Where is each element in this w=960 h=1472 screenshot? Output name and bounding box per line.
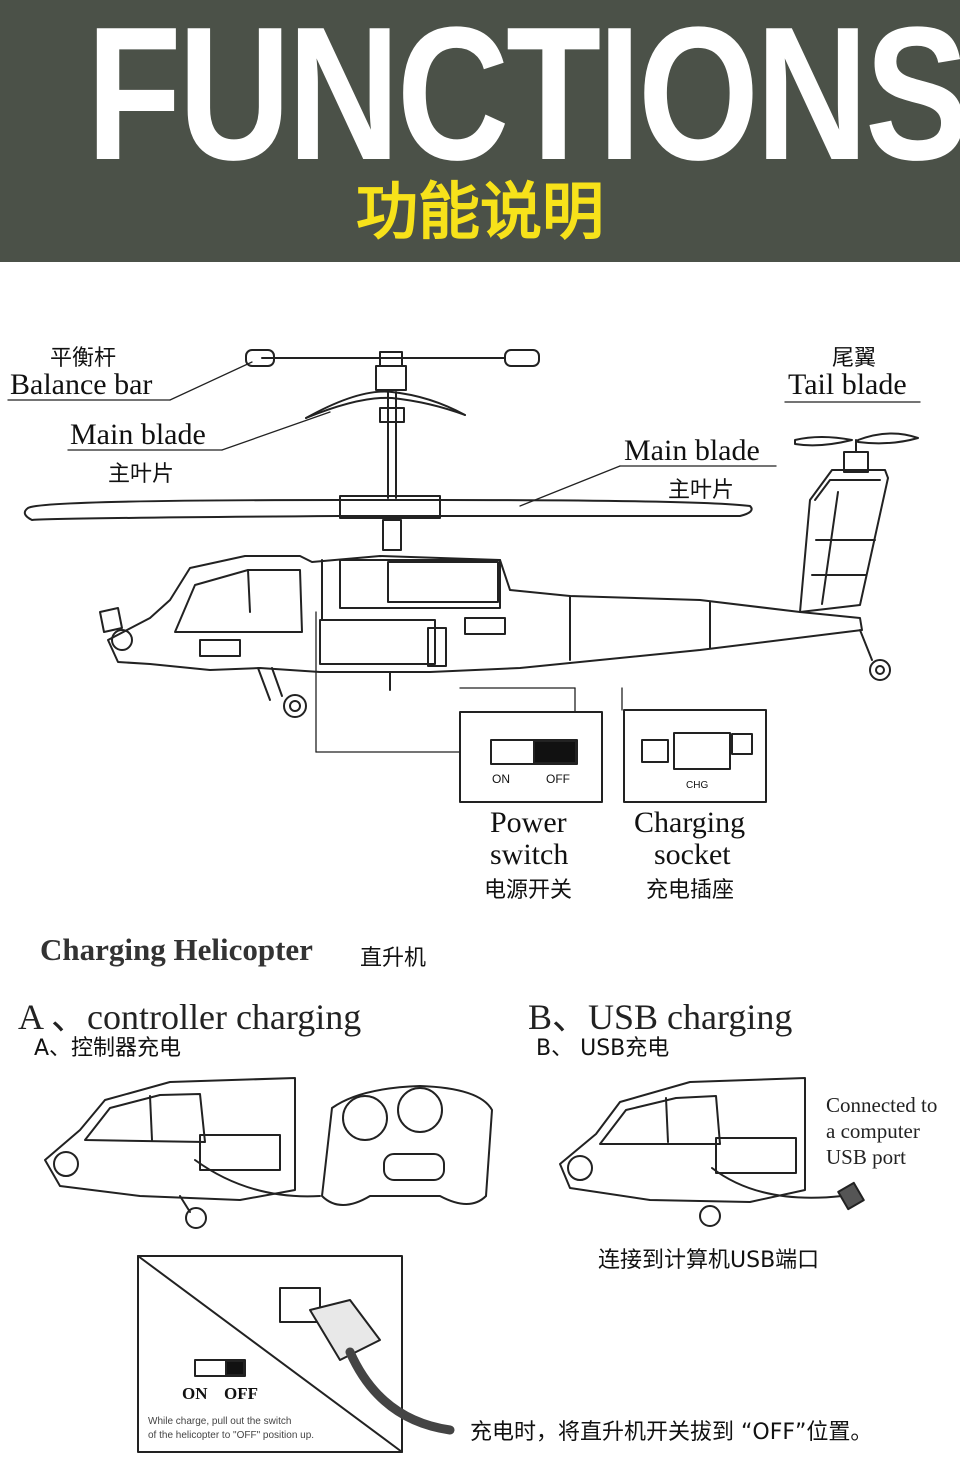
main-blade-right-label-cn: 主叶片 — [668, 478, 735, 503]
rotor-mast-drawing — [305, 365, 466, 551]
power-switch-label-2: switch — [490, 838, 569, 871]
main-blade-left-label-cn: 主叶片 — [108, 462, 175, 487]
charging-socket-box — [623, 709, 767, 803]
main-blade-left-label-en: Main blade — [70, 418, 206, 451]
switch-off-text: OFF — [546, 772, 570, 786]
controller-helicopter-drawing — [44, 1077, 321, 1229]
usb-note-line-3: USB port — [826, 1145, 906, 1169]
balance-bar-label-cn: 平衡杆 — [50, 346, 117, 371]
socket-chg-text: CHG — [686, 780, 709, 791]
inset-on-text: ON — [182, 1384, 208, 1403]
balance-bar-label-en: Balance bar — [10, 368, 153, 401]
switch-on-text: ON — [492, 772, 510, 786]
tail-blade-label-en: Tail blade — [788, 368, 907, 401]
controller-charging-title-en: A 、controller charging — [18, 997, 362, 1037]
charging-socket-label-2: socket — [654, 838, 731, 871]
header-banner: FUNCTIONS 功能说明 — [0, 0, 960, 262]
power-switch-label-cn: 电源开关 — [484, 878, 573, 903]
page-title: FUNCTIONS — [86, 0, 960, 200]
page-subtitle: 功能说明 — [355, 175, 604, 248]
usb-helicopter-drawing — [559, 1077, 865, 1227]
fuselage-drawing — [99, 555, 863, 673]
inset-off-text: OFF — [224, 1384, 258, 1403]
power-switch-box — [459, 711, 603, 803]
landing-gear-drawing — [257, 629, 891, 718]
leader-lines — [7, 361, 921, 753]
usb-note-line-1: Connected to — [826, 1093, 938, 1117]
usb-charging-title-en: B、USB charging — [528, 997, 793, 1037]
charging-title-en: Charging Helicopter — [40, 932, 313, 967]
usb-note-line-2: a computer — [826, 1119, 920, 1143]
main-blade-right-label-en: Main blade — [624, 434, 760, 467]
power-switch-label-1: Power — [490, 806, 567, 839]
usb-note-cn: 连接到计算机USB端口 — [598, 1248, 820, 1273]
inset-note-line-1: While charge, pull out the switch — [148, 1416, 292, 1427]
off-note-cn: 充电时，将直升机开关拔到 “OFF”位置。 — [470, 1420, 873, 1445]
controller-charging-title-cn: A、控制器充电 — [34, 1036, 182, 1061]
controller-drawing — [321, 1085, 493, 1206]
off-switch-inset — [137, 1255, 455, 1453]
charging-title-cn: 直升机 — [360, 946, 427, 971]
tail-drawing — [794, 432, 919, 613]
charging-socket-label-cn: 充电插座 — [646, 878, 735, 903]
inset-note-line-2: of the helicopter to "OFF" position up. — [148, 1430, 315, 1441]
charging-socket-label-1: Charging — [634, 806, 746, 839]
usb-charging-title-cn: B、 USB充电 — [536, 1036, 670, 1061]
tail-blade-label-cn: 尾翼 — [832, 346, 877, 371]
main-blade-drawing — [23, 495, 753, 521]
